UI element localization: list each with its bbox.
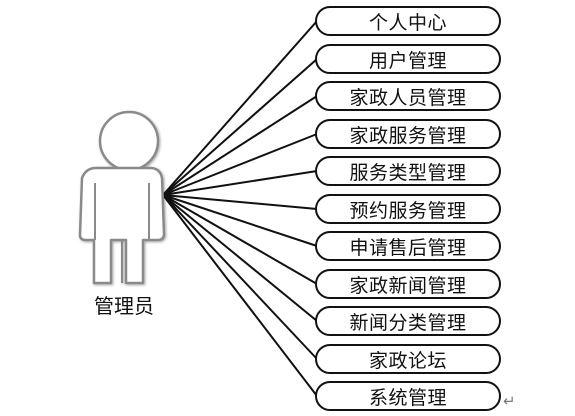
association-line-housekeeper-management: [162, 95, 318, 196]
use-case-label: 家政新闻管理: [349, 274, 467, 297]
association-line-personal-center: [162, 20, 318, 196]
use-case-label: 新闻分类管理: [349, 311, 467, 334]
actor-head: [98, 110, 160, 172]
use-case-user-management: 用户管理: [315, 44, 501, 74]
actor-person-icon: [78, 110, 166, 285]
use-case-housekeeping-service-management: 家政服务管理: [315, 119, 501, 149]
association-lines: [162, 20, 318, 397]
association-line-booking-service-management: [162, 194, 318, 210]
association-line-after-sales-management: [162, 194, 318, 247]
association-line-housekeeping-service-management: [162, 133, 318, 196]
use-case-booking-service-management: 预约服务管理: [315, 194, 501, 224]
actor-label: 管理员: [94, 294, 154, 318]
use-case-housekeeper-management: 家政人员管理: [315, 81, 501, 111]
use-case-label: 个人中心: [368, 11, 447, 34]
association-line-news-category-management: [162, 194, 318, 322]
use-case-label: 服务类型管理: [349, 161, 467, 184]
use-case-personal-center: 个人中心: [315, 6, 501, 36]
association-line-service-type-management: [162, 170, 318, 196]
association-line-user-management: [162, 58, 318, 196]
use-case-label: 用户管理: [368, 49, 447, 72]
use-case-label: 家政人员管理: [349, 86, 467, 109]
use-case-system-management: 系统管理: [315, 381, 501, 411]
use-case-label: 系统管理: [368, 386, 447, 409]
use-case-after-sales-management: 申请售后管理: [315, 231, 501, 261]
use-case-label: 家政服务管理: [349, 124, 467, 147]
use-case-housekeeping-news-management: 家政新闻管理: [315, 269, 501, 299]
use-case-label: 申请售后管理: [349, 236, 467, 259]
association-line-system-management: [162, 194, 318, 397]
use-case-news-category-management: 新闻分类管理: [315, 306, 501, 336]
use-case-housekeeping-forum: 家政论坛: [315, 344, 501, 374]
association-line-housekeeping-news-management: [162, 194, 318, 285]
use-case-label: 家政论坛: [368, 349, 447, 372]
association-line-housekeeping-forum: [162, 194, 318, 360]
actor-body: [78, 166, 166, 285]
paragraph-return-mark: ↵: [503, 392, 516, 410]
use-case-service-type-management: 服务类型管理: [315, 156, 501, 186]
use-case-label: 预约服务管理: [349, 199, 467, 222]
